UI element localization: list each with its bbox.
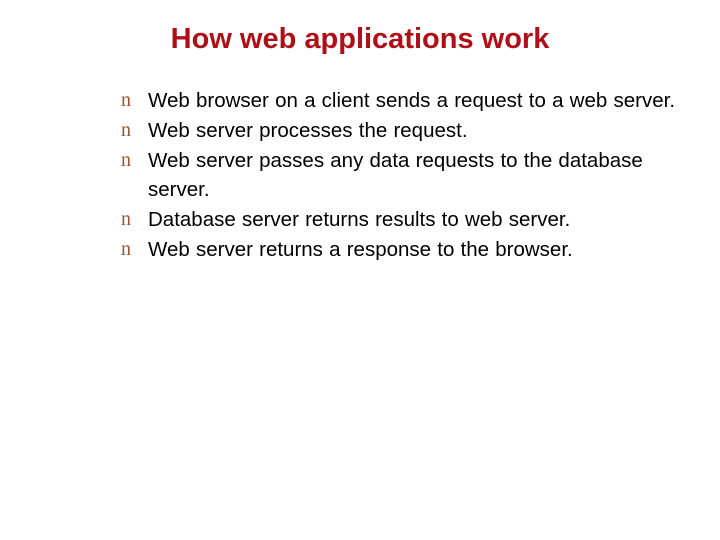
- list-item-label: Web browser on a client sends a request …: [148, 89, 676, 112]
- bullet-marker-icon: n: [121, 238, 131, 260]
- list-item: n Web server processes the request.: [118, 116, 704, 145]
- list-item: n Database server returns results to web…: [118, 205, 704, 234]
- list-item: n Web server passes any data requests to…: [118, 146, 704, 204]
- list-item-label: Web server passes any data requests to t…: [148, 149, 643, 201]
- page-title: How web applications work: [170, 23, 550, 55]
- bullet-marker-icon: n: [121, 149, 131, 171]
- bullet-marker-icon: n: [121, 89, 131, 111]
- list-item: n Web browser on a client sends a reques…: [118, 86, 704, 115]
- bullet-marker-icon: n: [121, 119, 131, 141]
- list-item-label: Web server processes the request.: [148, 119, 468, 142]
- bullet-list: n Web browser on a client sends a reques…: [118, 86, 704, 265]
- list-item-label: Web server returns a response to the bro…: [148, 238, 573, 261]
- list-item: n Web server returns a response to the b…: [118, 235, 704, 264]
- bullet-marker-icon: n: [121, 208, 131, 230]
- list-item-label: Database server returns results to web s…: [148, 208, 571, 231]
